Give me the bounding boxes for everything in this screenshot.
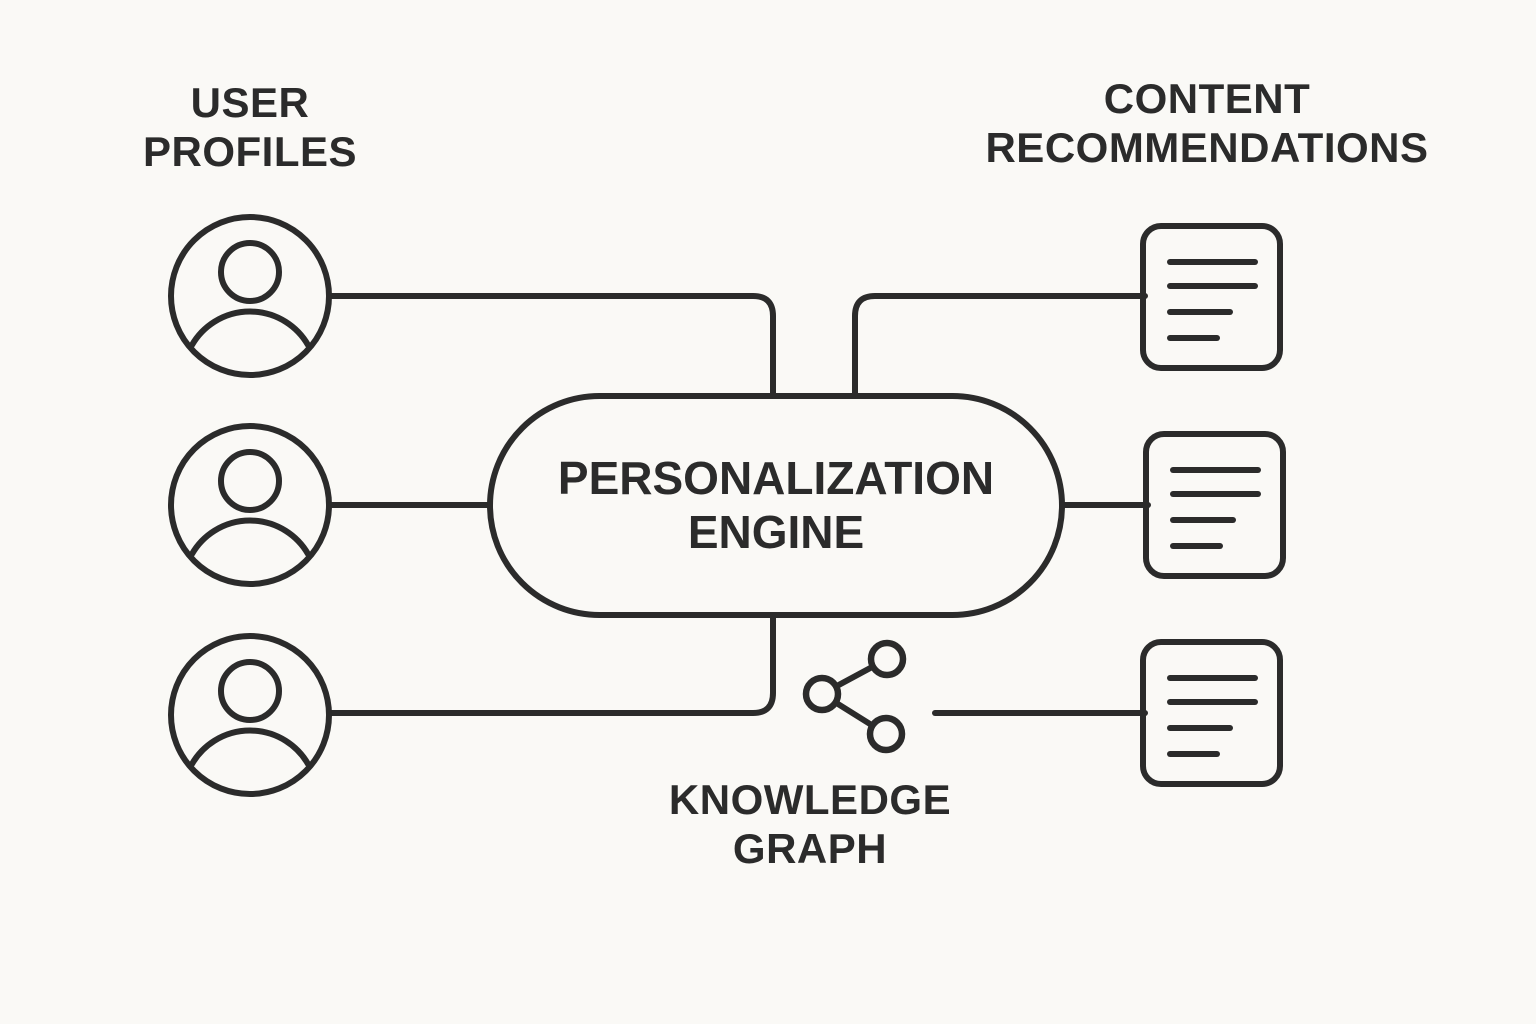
document-text-icon <box>1143 226 1280 368</box>
user-avatar-icon <box>171 426 329 584</box>
user-avatar-icon <box>171 636 329 794</box>
edge-user1-engine <box>327 293 776 398</box>
label-user-profiles: USER PROFILES <box>142 79 358 176</box>
document-text-icon <box>1146 434 1283 576</box>
edge-engine-doc1 <box>852 293 1148 398</box>
document-text-icon <box>1143 642 1280 784</box>
personalization-engine-node: PERSONALIZATION ENGINE <box>487 393 1065 618</box>
label-content-recommendations: CONTENT RECOMMENDATIONS <box>985 75 1429 172</box>
share-network-icon <box>802 639 907 754</box>
user-avatar-icon <box>171 217 329 375</box>
personalization-engine-label: PERSONALIZATION ENGINE <box>557 452 995 558</box>
edge-user3-engine <box>327 613 776 716</box>
label-knowledge-graph: KNOWLEDGE GRAPH <box>668 776 952 873</box>
